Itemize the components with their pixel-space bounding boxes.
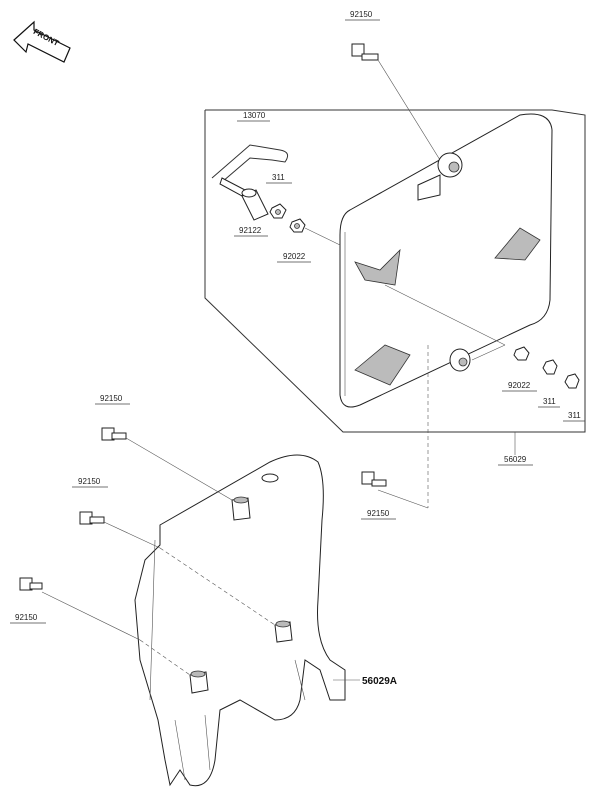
- collar: [241, 188, 269, 221]
- label-washer-right: 92022: [508, 381, 531, 390]
- number-plate: [134, 454, 346, 787]
- bolt-top: [351, 43, 379, 61]
- clamp-wire: [211, 144, 289, 197]
- label-bolt-top: 92150: [350, 10, 373, 19]
- label-washer-left: 92022: [283, 252, 306, 261]
- nut-right-a: [542, 359, 558, 375]
- label-nut-right-a: 311: [543, 397, 556, 406]
- label-bolt-middle-left: 92150: [78, 477, 101, 486]
- nut-right-b: [564, 373, 580, 389]
- label-nut-right-b: 311: [568, 411, 581, 420]
- label-bolt-upper-left: 92150: [100, 394, 123, 403]
- bolt-upper-left: [101, 427, 127, 441]
- washer-left: [289, 218, 306, 233]
- label-number-plate: 56029A: [362, 676, 397, 687]
- label-nut-small: 311: [272, 173, 285, 182]
- bolt-middle-left: [79, 511, 105, 525]
- label-clamp-wire: 13070: [243, 111, 266, 120]
- label-bolt-lower-left: 92150: [15, 613, 38, 622]
- bolt-lower-left: [19, 577, 43, 591]
- leader-line: [377, 59, 441, 161]
- upper-plate: [339, 113, 553, 408]
- bolt-mid: [361, 471, 387, 487]
- assembly-frame: [204, 109, 586, 433]
- nut-small: [269, 203, 287, 219]
- front-arrow-icon: FRONT: [13, 20, 71, 63]
- label-collar: 92122: [239, 226, 262, 235]
- label-plate-assembly: 56029: [504, 455, 527, 464]
- washer-right: [513, 346, 530, 361]
- label-bolt-mid: 92150: [367, 509, 390, 518]
